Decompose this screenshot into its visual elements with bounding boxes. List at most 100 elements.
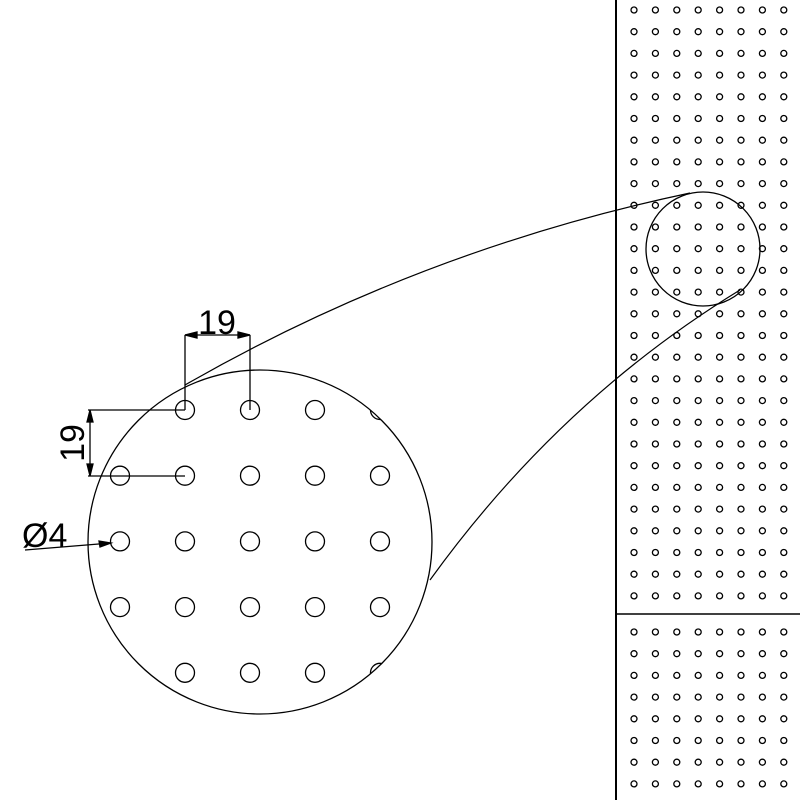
panel-hole [651,28,660,36]
panel-hole [780,93,788,101]
panel-hole [780,331,788,340]
panel-hole [673,693,681,701]
panel-hole [651,375,660,383]
panel-hole [737,650,745,658]
panel-hole [737,223,745,231]
panel-hole [737,483,745,492]
panel-hole [780,693,788,701]
panel-hole [758,758,767,766]
panel-hole [780,736,788,745]
panel-hole [758,223,767,231]
panel-hole [715,440,724,448]
panel-hole [630,310,638,318]
panel-hole [694,71,702,79]
panel-hole [673,483,681,492]
panel-hole [694,758,702,766]
panel-hole [737,570,745,578]
panel-hole [694,158,702,166]
panel-hole [630,462,638,470]
panel-hole [651,201,660,209]
panel-hole [673,570,681,578]
panel-hole [780,396,788,405]
panel-hole [651,93,660,101]
panel-hole [758,114,767,123]
panel-hole [780,780,788,788]
panel-hole [780,288,788,296]
panel-hole [715,570,724,578]
panel-hole [715,245,724,253]
panel-hole [673,136,681,144]
panel-hole [758,527,767,535]
panel-hole [630,245,638,253]
panel-hole [780,592,788,600]
panel-hole [630,693,638,701]
detail-hole [369,596,391,618]
panel-hole [630,114,638,123]
panel-hole [758,483,767,492]
panel-hole [630,650,638,658]
panel-hole [630,179,638,188]
panel-hole [694,483,702,492]
detail-hole [109,596,131,618]
panel-hole [694,693,702,701]
panel-hole [758,418,767,426]
panel-hole [694,353,702,361]
detail-circle [87,369,433,715]
panel-hole [780,548,788,557]
panel-hole [630,570,638,578]
panel-hole [694,28,702,36]
panel-hole [651,288,660,296]
panel-hole [737,758,745,766]
panel-hole [651,570,660,578]
panel-hole [673,375,681,383]
panel-hole [737,505,745,513]
panel-hole [737,375,745,383]
panel-hole [715,28,724,36]
panel-hole [737,353,745,361]
panel-hole [780,71,788,79]
panel-hole [737,266,745,275]
panel-hole [715,628,724,636]
panel-hole [780,462,788,470]
panel-hole [758,671,767,680]
detail-hole [369,662,391,683]
panel-hole [737,114,745,123]
panel-hole [737,179,745,188]
panel-hole [630,736,638,745]
detail-hole [304,465,326,486]
panel-hole [715,396,724,405]
panel-hole [737,310,745,318]
panel-hole [737,93,745,101]
horizontal-pitch-dimension [184,331,251,410]
panel-hole [758,396,767,405]
horizontal-pitch-label: 19 [198,304,236,342]
panel-hole [758,505,767,513]
panel-hole [673,671,681,680]
panel-hole [758,331,767,340]
panel-hole [715,310,724,318]
panel-hole [694,671,702,680]
detail-hole [239,465,261,486]
panel-hole [780,527,788,535]
panel-hole [715,736,724,745]
detail-leader-lower [429,289,741,581]
panel-hole [737,331,745,340]
detail-hole [369,465,391,486]
panel-hole [715,266,724,275]
panel-hole [630,353,638,361]
detail-hole [174,596,196,618]
panel-hole [780,28,788,36]
panel-hole [630,671,638,680]
detail-hole [369,531,391,552]
panel-hole [651,353,660,361]
panel-hole [758,93,767,101]
panel-hole [630,6,638,14]
panel-hole [630,375,638,383]
panel-hole [737,201,745,209]
panel-hole [630,396,638,405]
panel-hole [630,71,638,79]
hole-diameter-leader [24,540,114,551]
panel-hole [694,715,702,723]
panel-hole [651,179,660,188]
